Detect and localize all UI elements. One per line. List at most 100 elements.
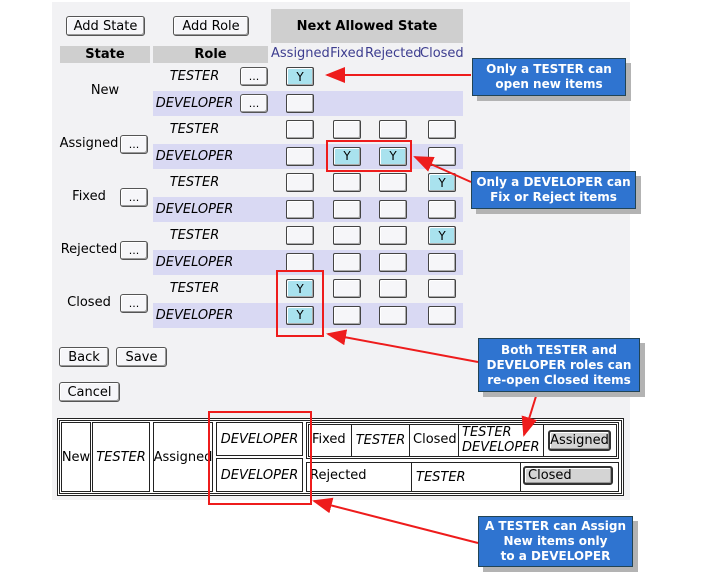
summary-role-developer-1: DEVELOPER xyxy=(216,422,303,456)
role-label: TESTER xyxy=(169,281,220,297)
summary-closed-button[interactable]: Closed xyxy=(523,466,613,485)
column-header-fixed: Fixed xyxy=(330,46,364,61)
highlight-assign-developer xyxy=(208,411,312,505)
transition-checkbox[interactable] xyxy=(428,252,456,272)
transition-checkbox[interactable] xyxy=(286,146,314,166)
highlight-closed-reopen xyxy=(276,270,324,337)
callout-reopen-closed: Both TESTER and DEVELOPER roles can re-o… xyxy=(478,338,640,392)
arrow-to-assign-developer xyxy=(312,497,479,544)
transition-checkbox[interactable] xyxy=(428,199,456,219)
transition-checkbox[interactable] xyxy=(379,173,407,192)
transition-checkbox[interactable] xyxy=(379,252,407,272)
workflow-summary-table: New TESTER Assigned DEVELOPER DEVELOPER … xyxy=(57,418,624,496)
transition-checkbox[interactable]: Y xyxy=(286,305,314,325)
transition-checkbox[interactable] xyxy=(333,252,361,272)
transition-checkbox[interactable] xyxy=(379,120,407,139)
callout-assign-line1: A TESTER can Assign xyxy=(484,519,627,533)
callout-tester-open-line2: open new items xyxy=(495,77,603,91)
role-label: DEVELOPER xyxy=(155,201,234,217)
save-button[interactable]: Save xyxy=(116,347,167,367)
summary-fixed: Fixed xyxy=(312,432,346,447)
summary-role-tester: TESTER xyxy=(92,422,150,492)
summary-rejected: Rejected xyxy=(310,468,367,483)
add-state-button[interactable]: Add State xyxy=(66,16,145,36)
callout-tester-open-line1: Only a TESTER can xyxy=(486,62,612,76)
transition-checkbox[interactable] xyxy=(428,279,456,298)
transition-checkbox[interactable]: Y xyxy=(379,146,407,166)
transition-checkbox[interactable]: Y xyxy=(286,279,314,298)
transition-checkbox[interactable] xyxy=(286,93,314,113)
role-label: DEVELOPER xyxy=(155,148,234,164)
summary-closed-developer: DEVELOPER xyxy=(462,440,540,455)
highlight-developer-fix-reject xyxy=(326,140,412,172)
state-label-3: Rejected xyxy=(60,241,118,257)
back-button[interactable]: Back xyxy=(59,347,109,367)
summary-closed: Closed xyxy=(413,432,457,447)
role-label: DEVELOPER xyxy=(155,307,234,323)
state-edit-button-1[interactable]: ... xyxy=(120,135,148,154)
column-header-assigned: Assigned xyxy=(271,46,330,61)
summary-closed-tester: TESTER xyxy=(462,425,512,440)
state-label-0: New xyxy=(90,82,120,98)
transition-checkbox[interactable] xyxy=(286,199,314,219)
state-label-4: Closed xyxy=(67,294,111,310)
next-allowed-state-header: Next Allowed State xyxy=(271,9,463,43)
transition-checkbox[interactable] xyxy=(333,199,361,219)
transition-checkbox[interactable] xyxy=(428,305,456,325)
callout-developer-fix-line2: Fix or Reject items xyxy=(490,190,617,204)
callout-reopen-line1: Both TESTER and xyxy=(501,342,617,357)
transition-checkbox[interactable]: Y xyxy=(286,67,314,86)
role-label: DEVELOPER xyxy=(155,254,234,270)
transition-checkbox[interactable]: Y xyxy=(428,226,456,245)
add-role-button[interactable]: Add Role xyxy=(173,16,249,36)
role-edit-button[interactable]: ... xyxy=(240,93,268,113)
transition-checkbox[interactable] xyxy=(286,120,314,139)
transition-checkbox[interactable]: Y xyxy=(333,146,361,166)
callout-assign-line3: to a DEVELOPER xyxy=(500,549,611,563)
role-label: TESTER xyxy=(169,122,220,138)
role-label: TESTER xyxy=(169,175,220,191)
transition-checkbox[interactable]: Y xyxy=(428,173,456,192)
state-edit-button-3[interactable]: ... xyxy=(120,241,148,260)
role-label: TESTER xyxy=(169,69,220,85)
transition-checkbox[interactable] xyxy=(333,173,361,192)
role-label: DEVELOPER xyxy=(155,95,234,111)
transition-checkbox[interactable] xyxy=(428,120,456,139)
transition-checkbox[interactable] xyxy=(286,173,314,192)
transition-checkbox[interactable] xyxy=(333,305,361,325)
cancel-button[interactable]: Cancel xyxy=(59,382,120,402)
transition-checkbox[interactable] xyxy=(286,226,314,245)
summary-state-new: New xyxy=(61,422,91,492)
column-header-rejected: Rejected xyxy=(365,46,422,61)
role-header: Role xyxy=(153,46,268,63)
summary-rejected-tester: TESTER xyxy=(411,463,521,491)
summary-fixed-tester: TESTER xyxy=(351,425,410,456)
state-edit-button-4[interactable]: ... xyxy=(120,294,148,313)
callout-tester-open: Only a TESTER can open new items xyxy=(472,58,626,96)
callout-reopen-line3: re-open Closed items xyxy=(487,372,631,387)
callout-reopen-line2: DEVELOPER roles can xyxy=(486,357,632,372)
transition-checkbox[interactable] xyxy=(333,120,361,139)
callout-assign-line2: New items only xyxy=(503,534,608,548)
summary-next-group-2: Rejected TESTER Closed xyxy=(306,462,619,492)
role-edit-button[interactable]: ... xyxy=(240,67,268,86)
summary-assigned-button[interactable]: Assigned xyxy=(548,430,611,451)
callout-developer-fix: Only a DEVELOPER can Fix or Reject items xyxy=(471,171,636,209)
transition-checkbox[interactable] xyxy=(379,199,407,219)
transition-checkbox[interactable] xyxy=(379,305,407,325)
column-header-closed: Closed xyxy=(420,46,464,61)
summary-state-assigned: Assigned xyxy=(153,422,213,492)
transition-checkbox[interactable] xyxy=(333,279,361,298)
transition-checkbox[interactable] xyxy=(379,279,407,298)
transition-checkbox[interactable] xyxy=(379,226,407,245)
state-edit-button-2[interactable]: ... xyxy=(120,188,148,207)
state-label-2: Fixed xyxy=(72,188,106,204)
state-label-1: Assigned xyxy=(59,135,119,151)
transition-checkbox[interactable] xyxy=(333,226,361,245)
transition-checkbox[interactable] xyxy=(286,252,314,272)
callout-tester-assign: A TESTER can Assign New items only to a … xyxy=(478,516,633,567)
state-header: State xyxy=(60,46,150,63)
transition-checkbox[interactable] xyxy=(428,146,456,166)
